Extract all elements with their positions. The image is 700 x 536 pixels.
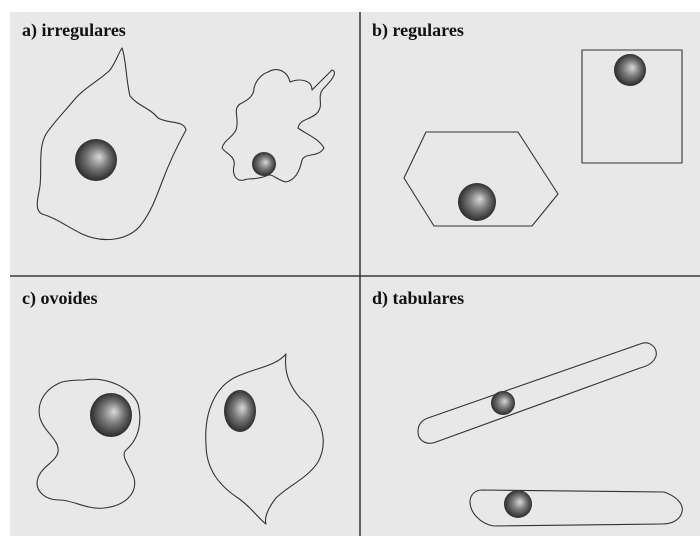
nucleus-rectangular bbox=[614, 54, 646, 86]
nucleus-tabular-horizontal bbox=[504, 490, 532, 518]
nucleus-irregular-small bbox=[252, 152, 276, 176]
diagram-background bbox=[10, 12, 700, 536]
panel-d-title: d) tabulares bbox=[372, 288, 464, 309]
panel-c-title: c) ovoides bbox=[22, 288, 98, 309]
nucleus-irregular-large bbox=[75, 139, 117, 181]
nucleus-ovoid-bilobed bbox=[90, 393, 132, 437]
panel-a-title: a) irregulares bbox=[22, 20, 126, 41]
panel-b-title: b) regulares bbox=[372, 20, 464, 41]
nucleus-ovoid-teardrop bbox=[224, 390, 256, 432]
nucleus-tabular-diagonal bbox=[491, 391, 515, 415]
nucleus-hexagonal bbox=[458, 183, 496, 221]
